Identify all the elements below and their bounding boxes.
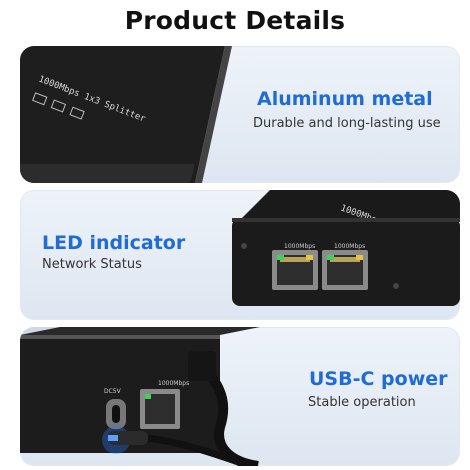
usb-c-port-icon (106, 399, 126, 429)
port-label: 1000Mbps (284, 243, 315, 250)
usb-c-plug-icon (108, 431, 148, 445)
power-label: DC5V (104, 388, 122, 395)
feature-heading: Aluminum metal (257, 88, 433, 110)
port-label: 1000Mbps (334, 243, 365, 250)
ethernet-port-icon (140, 389, 180, 429)
ethernet-port-icon (322, 250, 368, 290)
feature-subtext: Network Status (42, 257, 142, 272)
ethernet-port-icon (272, 250, 318, 290)
port-label: 1000Mbps (158, 380, 189, 387)
feature-subtext: Stable operation (308, 395, 416, 410)
feature-panel-usbc: DC5V 1000Mbps USB-C power Stable operati… (20, 327, 460, 466)
usbc-power-image: DC5V 1000Mbps (20, 327, 260, 466)
led-port-image: 1000Mbps 1x3 Splitter 1000Mbps 1000Mbps (232, 190, 460, 306)
feature-heading: USB-C power (309, 368, 448, 390)
aluminum-housing-image: 1000Mbps 1x3 Splitter (20, 46, 232, 183)
usb-c-cable-icon (147, 434, 252, 466)
page-title: Product Details (124, 6, 346, 35)
feature-panel-aluminum: 1000Mbps 1x3 Splitter Aluminum metal Dur… (20, 46, 460, 183)
feature-heading: LED indicator (42, 232, 186, 254)
feature-panel-led: LED indicator Network Status 1000Mbps 1x… (20, 190, 460, 320)
ethernet-plug-icon (188, 351, 216, 381)
feature-subtext: Durable and long-lasting use (253, 116, 441, 131)
